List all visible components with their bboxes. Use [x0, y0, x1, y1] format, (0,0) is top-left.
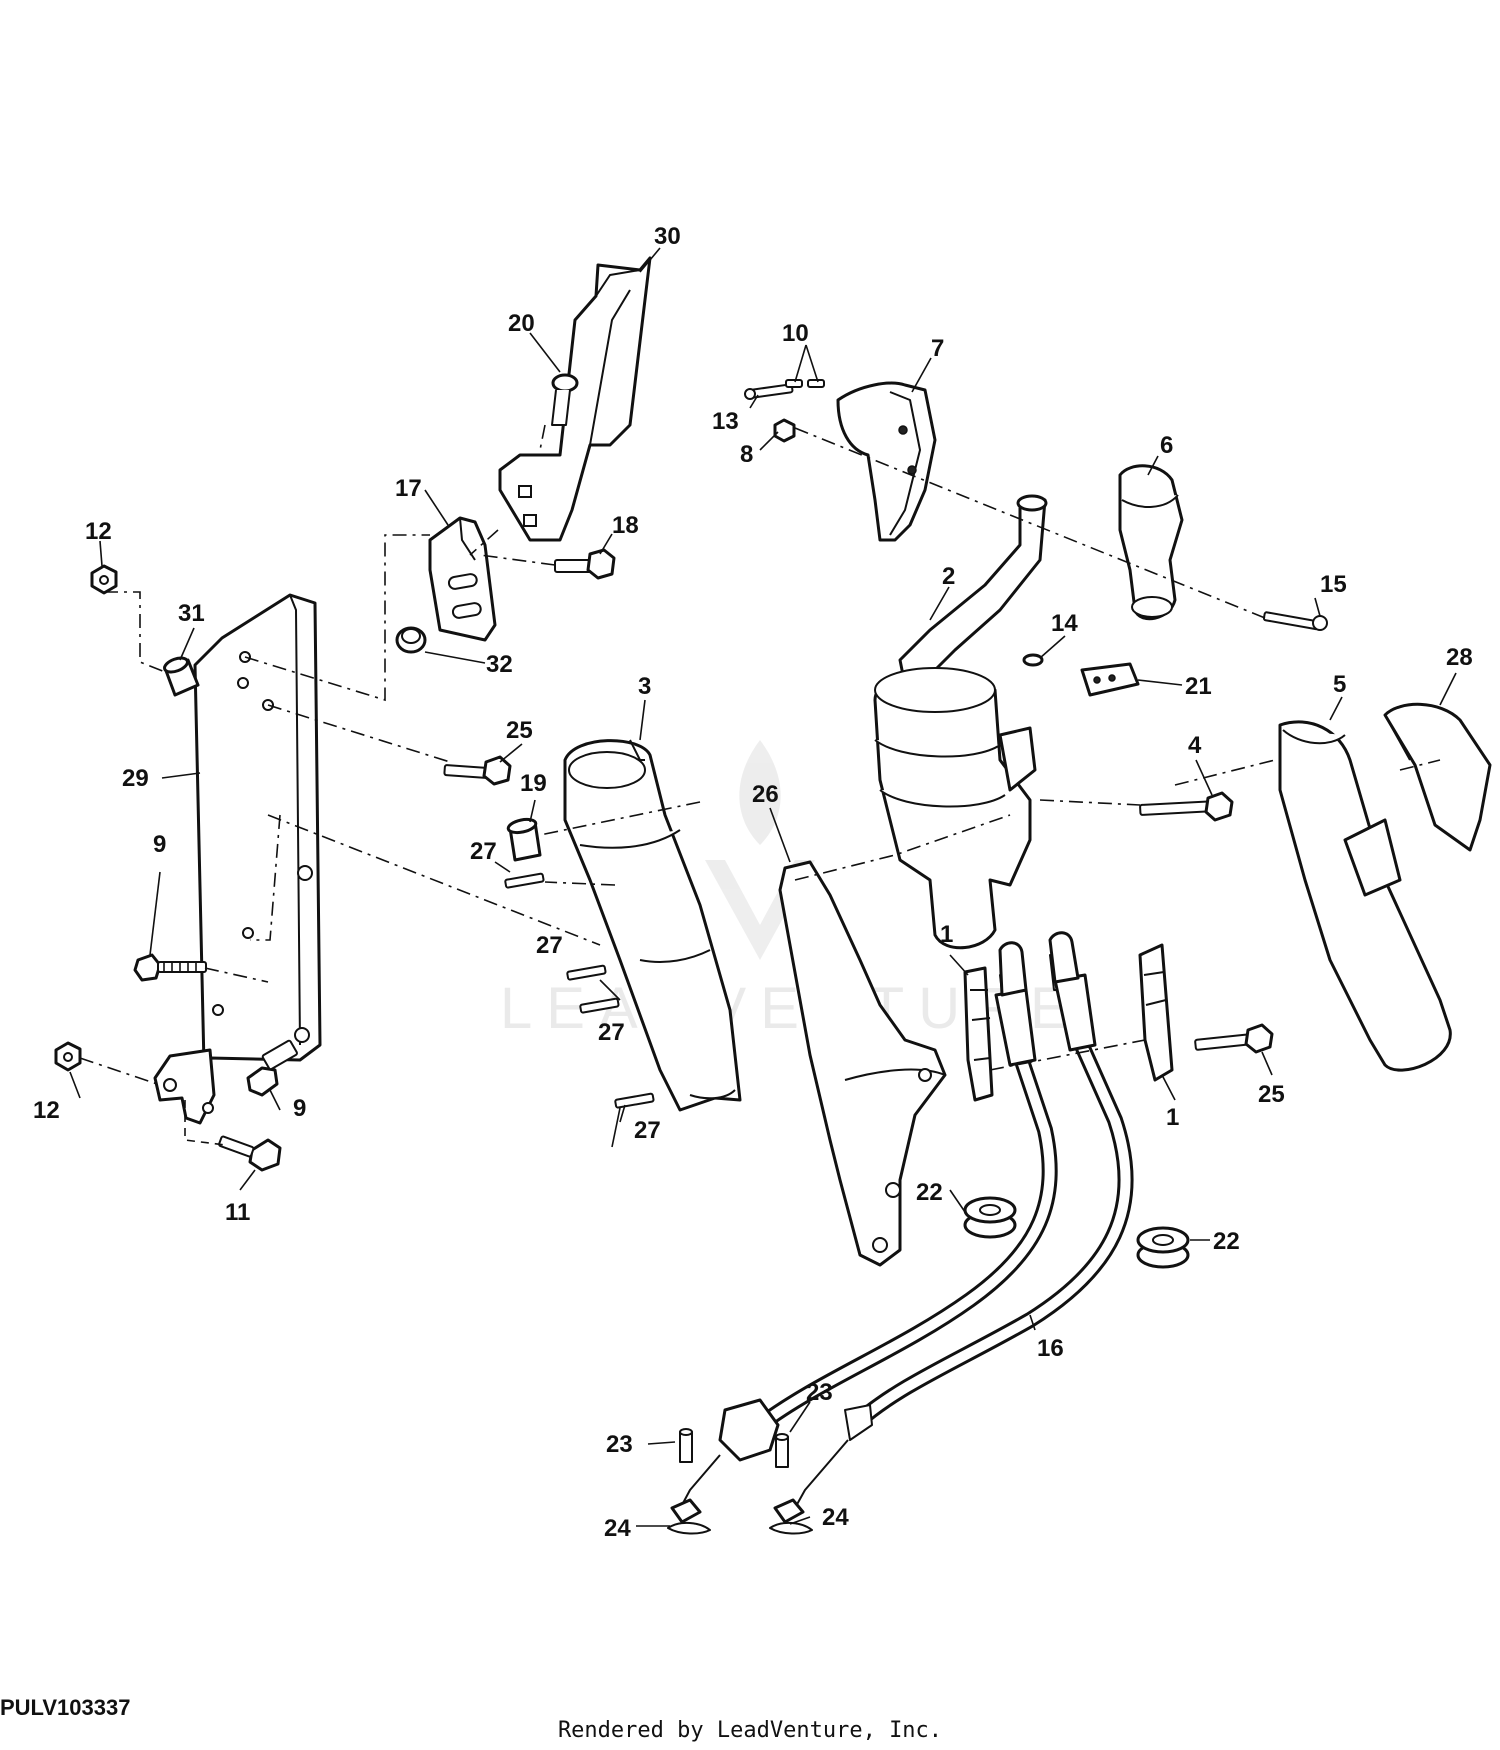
callout-21: 21	[1185, 673, 1212, 700]
part-32-flange-nut	[395, 626, 427, 654]
callout-2: 2	[942, 563, 955, 590]
callouts: 30 20 10 7 13 8 6 17 18 12 31 32 2 14 15…	[33, 223, 1473, 1542]
callout-5: 5	[1333, 671, 1346, 698]
part-30-cable-bracket	[498, 256, 652, 542]
part-27-screw-a	[504, 872, 545, 889]
callout-7: 7	[931, 335, 944, 362]
part-3-lower-cover	[563, 739, 742, 1112]
callout-32: 32	[486, 651, 513, 678]
callout-3: 3	[638, 673, 651, 700]
part-24-clip-left	[667, 1498, 711, 1535]
part-17-bracket	[428, 516, 497, 642]
part-22-grommet-right	[1136, 1226, 1190, 1269]
callout-27-a: 27	[470, 838, 497, 865]
callout-23-right: 23	[806, 1379, 833, 1406]
callout-25-top: 25	[506, 717, 533, 744]
part-21-label	[1080, 662, 1140, 697]
part-5-rear-cover	[1278, 720, 1452, 1072]
part-16-cable-assembly	[681, 931, 1134, 1509]
part-8-nut	[773, 418, 796, 443]
part-12-nut-lower	[54, 1041, 82, 1072]
part-1-clamp-right	[1138, 943, 1174, 1082]
part-19-bushing	[506, 817, 542, 862]
render-credit: Rendered by LeadVenture, Inc.	[557, 1718, 943, 1743]
part-28-front-cover	[1383, 702, 1492, 852]
part-26-lever-bracket	[778, 860, 947, 1267]
part-25-bolt-top	[443, 755, 512, 786]
part-29-mounting-plate	[153, 593, 322, 1125]
callout-30: 30	[654, 223, 681, 250]
callout-31: 31	[178, 600, 205, 627]
callout-18: 18	[612, 512, 639, 539]
part-23-pin-left	[679, 1428, 693, 1463]
part-4-bolt	[1139, 791, 1234, 822]
callout-23-left: 23	[606, 1431, 633, 1458]
callout-9-lower: 9	[293, 1095, 306, 1122]
callout-10: 10	[782, 320, 809, 347]
part-27-screw-b	[566, 964, 607, 981]
callout-16: 16	[1037, 1335, 1064, 1362]
part-24-clip-right	[769, 1498, 813, 1535]
part-9-bolt-upper	[133, 953, 207, 982]
part-12-nut-upper	[90, 564, 118, 595]
part-23-pin-right	[775, 1433, 789, 1468]
callout-9-upper: 9	[153, 831, 166, 858]
part-9-bolt-lower	[246, 1039, 298, 1097]
part-10-screws	[785, 379, 825, 388]
callout-27-c: 27	[598, 1019, 625, 1046]
callout-22-right: 22	[1213, 1228, 1240, 1255]
part-7-knob-half-left	[836, 381, 937, 542]
part-25-bolt-right	[1194, 1023, 1274, 1054]
callout-1-right: 1	[1166, 1104, 1179, 1131]
part-2-control-lever-assembly	[873, 494, 1048, 950]
part-31-spacer	[163, 656, 200, 697]
callout-27-b: 27	[536, 932, 563, 959]
callout-11: 11	[225, 1199, 250, 1226]
callout-28: 28	[1446, 644, 1473, 671]
assembly-lines	[79, 424, 1441, 1146]
callout-22-left: 22	[916, 1179, 943, 1206]
diagram-id-label: PULV103337	[0, 1695, 131, 1720]
callout-8: 8	[740, 441, 753, 468]
part-20-bolt	[551, 373, 579, 426]
callout-13: 13	[712, 408, 739, 435]
callout-26: 26	[752, 781, 779, 808]
callout-24-left: 24	[604, 1515, 631, 1542]
callout-6: 6	[1160, 432, 1173, 459]
part-1-clamp-left	[963, 966, 994, 1102]
callout-14: 14	[1051, 610, 1078, 637]
callout-leaders	[69, 247, 1457, 1527]
callout-25-right: 25	[1258, 1081, 1285, 1108]
callout-12-lower: 12	[33, 1097, 60, 1124]
callout-27-d: 27	[634, 1117, 661, 1144]
part-14-clip	[1022, 653, 1044, 667]
callout-4: 4	[1188, 732, 1202, 759]
part-18-bolt	[554, 548, 616, 580]
part-13-screw	[744, 383, 794, 400]
part-15-screw	[1262, 611, 1328, 631]
part-11-bolt	[218, 1135, 282, 1172]
part-27-screw-c	[579, 997, 620, 1014]
part-6-knob-half-right	[1118, 464, 1184, 621]
part-27-screw-d	[614, 1092, 655, 1109]
part-22-grommet-left	[963, 1196, 1017, 1239]
callout-29: 29	[122, 765, 149, 792]
callout-19: 19	[520, 770, 547, 797]
callout-20: 20	[508, 310, 535, 337]
callout-12-upper: 12	[85, 518, 112, 545]
callout-24-right: 24	[822, 1504, 849, 1531]
callout-15: 15	[1320, 571, 1347, 598]
callout-17: 17	[395, 475, 422, 502]
callout-1-left: 1	[940, 921, 953, 948]
